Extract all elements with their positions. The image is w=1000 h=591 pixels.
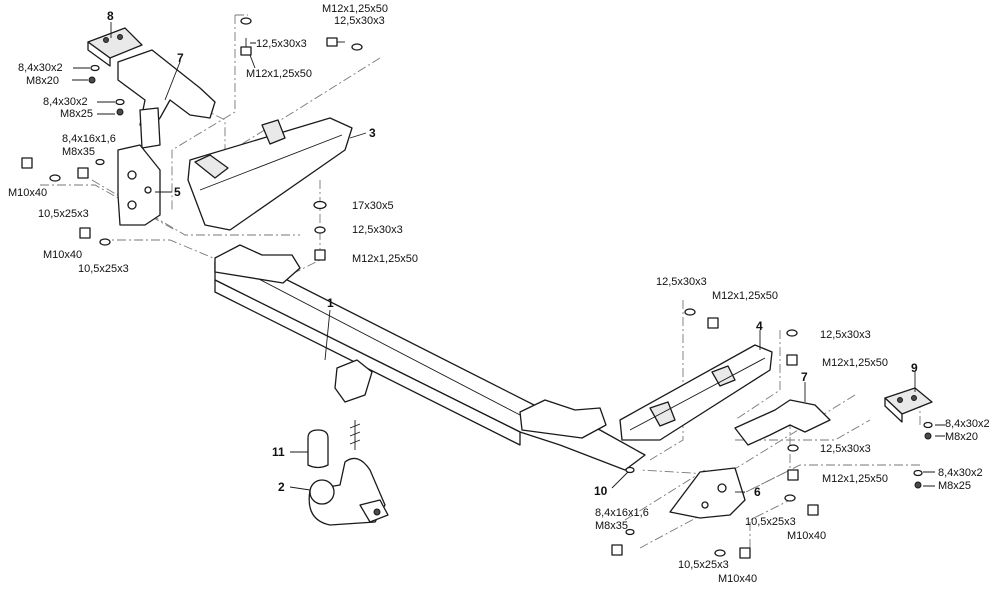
hw-washer: 12,5x30x3 xyxy=(352,224,403,236)
hw-washer: 12,5x30x3 xyxy=(656,276,707,288)
hw-bolt: M10x40 xyxy=(8,187,47,199)
hw-bolt: M10x40 xyxy=(43,249,82,261)
left-side-bracket xyxy=(187,117,353,231)
hw-washer: 12,5x30x3 xyxy=(334,15,385,27)
hw-bolt: M12x1,25x50 xyxy=(322,3,388,15)
hardware-labels: 8,4x30x2 M8x20 8,4x30x2 M8x25 M12x1,25x5… xyxy=(8,3,990,585)
part-label-7-right: 7 xyxy=(801,370,808,384)
hw-washer: 10,5x25x3 xyxy=(78,263,129,275)
hw-washer: 8,4x16x1,6 xyxy=(62,133,116,145)
part-number-labels: 8 7 3 5 1 4 7 9 6 11 2 10 xyxy=(107,9,918,499)
hw-washer: 8,4x30x2 xyxy=(43,96,88,108)
part-label-9: 9 xyxy=(911,361,918,375)
hw-bolt: M8x35 xyxy=(62,146,95,158)
hw-bolt: M12x1,25x50 xyxy=(246,68,312,80)
fasteners xyxy=(21,17,933,559)
hw-washer: 8,4x30x2 xyxy=(18,62,63,74)
part-label-1: 1 xyxy=(327,296,334,310)
hw-bolt: M12x1,25x50 xyxy=(822,357,888,369)
hw-bolt: M12x1,25x50 xyxy=(822,473,888,485)
right-top-plate xyxy=(884,387,933,423)
right-side-bracket xyxy=(619,344,773,441)
tow-ball-cap xyxy=(307,429,329,469)
hw-washer: 8,4x30x2 xyxy=(938,467,983,479)
hw-washer: 10,5x25x3 xyxy=(38,208,89,220)
hw-washer: 8,4x16x1,6 xyxy=(595,507,649,519)
part-label-5: 5 xyxy=(174,185,181,199)
hw-washer: 12,5x30x3 xyxy=(820,443,871,455)
label-leaders xyxy=(72,22,945,493)
hw-bolt: M12x1,25x50 xyxy=(352,253,418,265)
hw-washer: 17x30x5 xyxy=(352,200,394,212)
hw-bolt: M8x20 xyxy=(26,75,59,87)
part-label-3: 3 xyxy=(369,126,376,140)
left-top-plate xyxy=(87,27,143,67)
hw-washer: 12,5x30x3 xyxy=(820,329,871,341)
hw-washer: 10,5x25x3 xyxy=(745,516,796,528)
left-upper-bracket xyxy=(117,49,216,149)
left-side-plate xyxy=(117,144,161,226)
part-label-10: 10 xyxy=(594,484,608,498)
part-label-4: 4 xyxy=(756,319,763,333)
hw-bolt: M12x1,25x50 xyxy=(712,290,778,302)
part-label-7-left: 7 xyxy=(177,51,184,65)
hw-bolt: M8x25 xyxy=(60,108,93,120)
right-upper-bracket xyxy=(734,399,831,446)
right-side-plate xyxy=(669,467,746,519)
hw-washer: 8,4x30x2 xyxy=(945,418,990,430)
part-label-6: 6 xyxy=(754,485,761,499)
hw-washer: 12,5x30x3 xyxy=(256,38,307,50)
part-label-8: 8 xyxy=(107,9,114,23)
part-label-11: 11 xyxy=(272,445,285,459)
tow-ball-assembly xyxy=(308,420,389,526)
part-label-2: 2 xyxy=(278,480,285,494)
hw-bolt: M8x25 xyxy=(938,480,971,492)
hw-washer: 10,5x25x3 xyxy=(678,559,729,571)
hw-bolt: M10x40 xyxy=(787,530,826,542)
hw-bolt: M10x40 xyxy=(718,573,757,585)
hw-bolt: M8x20 xyxy=(945,431,978,443)
main-crossbar xyxy=(214,244,646,471)
hw-bolt: M8x35 xyxy=(595,520,628,532)
